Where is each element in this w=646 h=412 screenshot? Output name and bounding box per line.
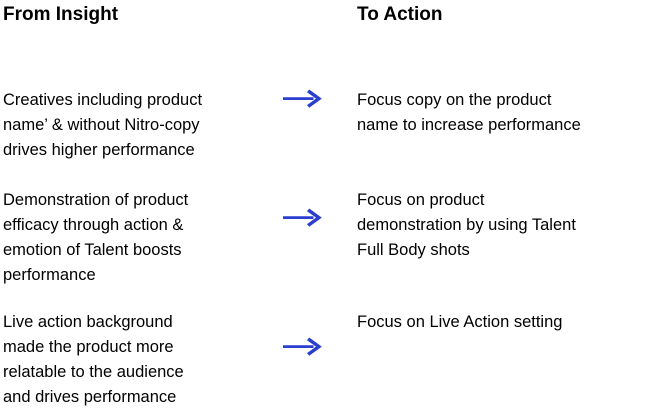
column-headers: From Insight To Action bbox=[0, 3, 646, 33]
insight-line: efficacy through action & bbox=[3, 216, 184, 234]
column-header-to-action: To Action bbox=[357, 4, 443, 25]
action-cell: Focus copy on the product name to increa… bbox=[357, 88, 645, 138]
insight-cell: Creatives including product name’ & with… bbox=[3, 88, 265, 163]
column-header-from-insight: From Insight bbox=[3, 4, 119, 25]
action-line: name to increase performance bbox=[357, 116, 581, 134]
insight-line: performance bbox=[3, 266, 96, 284]
action-cell: Focus on Live Action setting bbox=[357, 310, 645, 335]
insight-line: and drives performance bbox=[3, 388, 177, 406]
insight-cell: Demonstration of product efficacy throug… bbox=[3, 188, 265, 288]
insight-line: drives higher performance bbox=[3, 141, 195, 159]
action-cell: Focus on product demonstration by using … bbox=[357, 188, 645, 263]
insight-line: Creatives including product bbox=[3, 91, 203, 109]
insight-line: relatable to the audience bbox=[3, 363, 184, 381]
arrow-right-icon bbox=[283, 89, 323, 111]
insight-line: Live action background bbox=[3, 313, 173, 331]
action-line: demonstration by using Talent bbox=[357, 216, 576, 234]
action-line: Focus on Live Action setting bbox=[357, 313, 563, 331]
insight-cell: Live action background made the product … bbox=[3, 310, 265, 410]
action-line: Focus copy on the product bbox=[357, 91, 552, 109]
insight-line: Demonstration of product bbox=[3, 191, 189, 209]
arrow-right-icon bbox=[283, 337, 323, 359]
arrow-right-icon bbox=[283, 208, 323, 230]
action-line: Full Body shots bbox=[357, 241, 470, 259]
action-line: Focus on product bbox=[357, 191, 485, 209]
insight-line: emotion of Talent boosts bbox=[3, 241, 182, 259]
insight-line: name’ & without Nitro-copy bbox=[3, 116, 200, 134]
insight-line: made the product more bbox=[3, 338, 174, 356]
